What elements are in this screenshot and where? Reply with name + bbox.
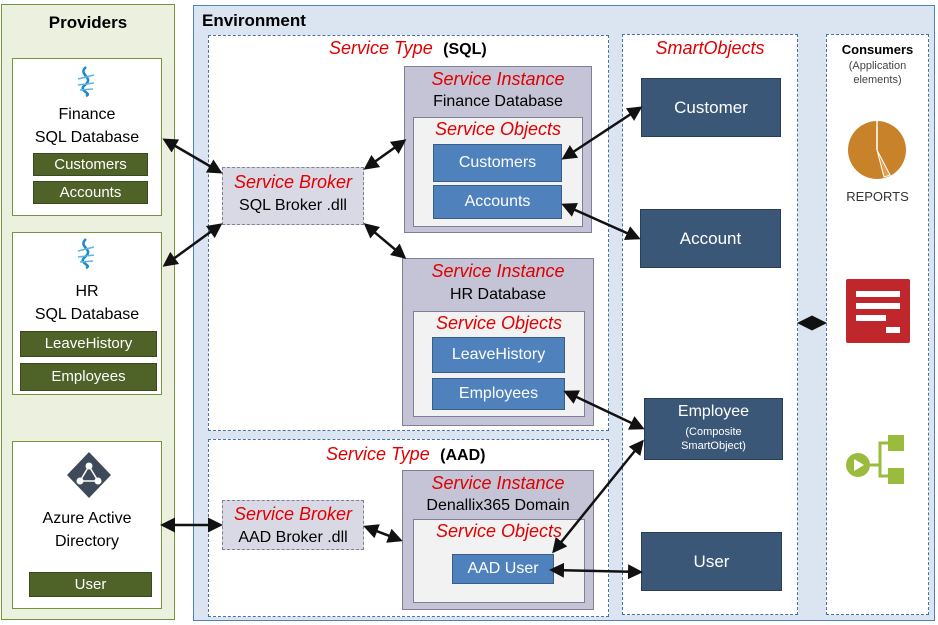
aad-instance-name: Denallix365 Domain bbox=[426, 497, 570, 514]
finance-type: SQL Database bbox=[34, 129, 140, 146]
hr-provider[interactable]: HR SQL Database LeaveHistory Employees bbox=[12, 232, 162, 395]
smartobject-employee[interactable]: Employee (Composite SmartObject) bbox=[644, 398, 783, 460]
hr-name: HR bbox=[75, 283, 99, 300]
providers-title: Providers bbox=[48, 13, 128, 32]
environment-title: Environment bbox=[202, 11, 306, 30]
finance-item-accounts[interactable]: Accounts bbox=[33, 181, 148, 204]
aad-objects-label: Service Objects bbox=[435, 521, 563, 541]
sql-server-icon bbox=[77, 238, 95, 269]
hr-item-leavehistory[interactable]: LeaveHistory bbox=[20, 331, 157, 357]
so-finance-customers[interactable]: Customers bbox=[433, 144, 562, 182]
finance-instance-label: Service Instance bbox=[431, 69, 565, 89]
sql-broker-name: SQL Broker .dll bbox=[239, 197, 347, 214]
finance-name: Finance bbox=[58, 106, 116, 123]
aad-type: Directory bbox=[54, 533, 119, 550]
employee-note1: (Composite bbox=[685, 426, 742, 438]
hr-item-employees[interactable]: Employees bbox=[20, 363, 157, 391]
so-finance-accounts[interactable]: Accounts bbox=[433, 185, 562, 219]
service-type-sql-tag: (SQL) bbox=[443, 41, 487, 58]
smartobject-user[interactable]: User bbox=[641, 532, 782, 591]
aad-service-objects: Service Objects AAD User bbox=[413, 519, 585, 603]
hr-objects-label: Service Objects bbox=[435, 313, 563, 333]
so-hr-leavehistory[interactable]: LeaveHistory bbox=[432, 337, 565, 373]
service-type-sql-label: Service Type bbox=[329, 38, 433, 58]
hr-service-instance[interactable]: Service Instance HR Database Service Obj… bbox=[402, 258, 594, 426]
consumers-title: Consumers bbox=[841, 42, 914, 57]
finance-item-customers[interactable]: Customers bbox=[33, 153, 148, 176]
finance-service-instance[interactable]: Service Instance Finance Database Servic… bbox=[404, 66, 592, 233]
finance-objects-label: Service Objects bbox=[434, 119, 562, 139]
so-hr-employees[interactable]: Employees bbox=[432, 378, 565, 410]
reports-label: REPORTS bbox=[846, 189, 909, 204]
aad-instance-label: Service Instance bbox=[431, 473, 565, 493]
service-type-aad-label: Service Type bbox=[326, 444, 430, 464]
azure-ad-icon bbox=[67, 452, 111, 498]
aad-service-broker[interactable]: Service Broker AAD Broker .dll bbox=[222, 500, 364, 550]
so-aad-user[interactable]: AAD User bbox=[452, 554, 554, 584]
consumers-sub1: (Application bbox=[848, 60, 907, 72]
aad-broker-name: AAD Broker .dll bbox=[238, 529, 348, 546]
finance-service-objects: Service Objects Customers Accounts bbox=[413, 117, 583, 227]
aad-name: Azure Active bbox=[42, 510, 132, 527]
aad-broker-label: Service Broker bbox=[233, 504, 353, 524]
pie-chart-icon bbox=[848, 121, 906, 179]
hr-type: SQL Database bbox=[34, 306, 140, 323]
consumers-sub2: elements) bbox=[853, 74, 902, 86]
finance-provider[interactable]: Finance SQL Database Customers Accounts bbox=[12, 58, 162, 216]
sql-broker-label: Service Broker bbox=[233, 172, 353, 192]
smartobject-account[interactable]: Account bbox=[640, 209, 781, 268]
hr-instance-label: Service Instance bbox=[431, 261, 565, 281]
smartobject-customer[interactable]: Customer bbox=[641, 78, 781, 137]
employee-label: Employee bbox=[677, 403, 750, 420]
sql-server-icon bbox=[77, 66, 95, 97]
hr-instance-name: HR Database bbox=[449, 286, 547, 303]
form-icon bbox=[846, 279, 910, 343]
aad-provider[interactable]: Azure Active Directory User bbox=[12, 441, 162, 609]
hr-service-objects: Service Objects LeaveHistory Employees bbox=[413, 311, 585, 417]
workflow-icon bbox=[846, 435, 904, 484]
sql-service-broker[interactable]: Service Broker SQL Broker .dll bbox=[222, 167, 364, 225]
finance-instance-name: Finance Database bbox=[433, 93, 563, 110]
employee-note2: SmartObject) bbox=[681, 440, 746, 452]
smartobjects-title: SmartObjects bbox=[655, 38, 765, 58]
aad-service-instance[interactable]: Service Instance Denallix365 Domain Serv… bbox=[402, 470, 594, 610]
service-type-aad-tag: (AAD) bbox=[440, 447, 486, 464]
aad-item-user[interactable]: User bbox=[29, 572, 152, 597]
